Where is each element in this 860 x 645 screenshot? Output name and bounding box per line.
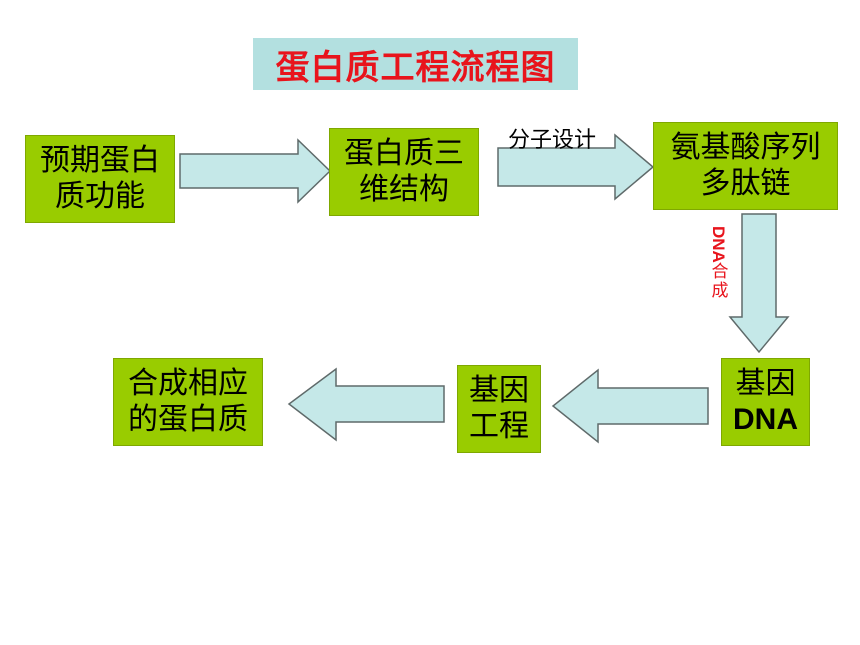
- node-line-2: 维结构: [359, 172, 449, 207]
- node-line-2: 工程: [469, 409, 529, 444]
- arrow-expected-to-structure: [179, 138, 332, 204]
- node-line-2: 多肽链: [700, 166, 791, 201]
- node-protein-3d-structure: 蛋白质三 维结构: [329, 128, 479, 216]
- arrow-sequence-to-dna: [728, 213, 790, 354]
- node-genetic-engineering: 基因 工程: [457, 365, 541, 453]
- node-line-1: 合成相应: [128, 366, 248, 401]
- node-line-1: 基因: [735, 366, 796, 401]
- node-synthesize-protein: 合成相应 的蛋白质: [113, 358, 263, 446]
- synthesis-char-1: 合: [711, 261, 729, 282]
- edge-label-molecular-design: 分子设计: [508, 128, 597, 153]
- arrow-structure-to-sequence: [497, 133, 655, 201]
- dna-text: DNA: [709, 226, 728, 263]
- synthesis-char-2: 成: [711, 280, 729, 301]
- node-line-2: DNA: [733, 403, 798, 436]
- node-expected-protein-function: 预期蛋白 质功能: [25, 135, 175, 223]
- edge-label-dna-synthesis: DNA 合 成: [709, 226, 731, 301]
- node-line-1: 预期蛋白: [40, 143, 160, 178]
- node-line-2: 质功能: [55, 179, 145, 214]
- node-line-2: 的蛋白质: [128, 402, 248, 437]
- node-amino-acid-sequence: 氨基酸序列 多肽链: [653, 122, 838, 210]
- node-line-1: 基因: [469, 373, 529, 408]
- arrow-dna-to-genetic-engineering: [551, 368, 709, 444]
- node-gene-dna: 基因 DNA: [721, 358, 810, 446]
- arrow-genetic-engineering-to-protein: [287, 367, 445, 442]
- page-title-banner: 蛋白质工程流程图: [253, 38, 578, 90]
- node-line-1: 氨基酸序列: [670, 130, 821, 165]
- page-title: 蛋白质工程流程图: [275, 47, 556, 88]
- node-line-1: 蛋白质三: [344, 136, 464, 171]
